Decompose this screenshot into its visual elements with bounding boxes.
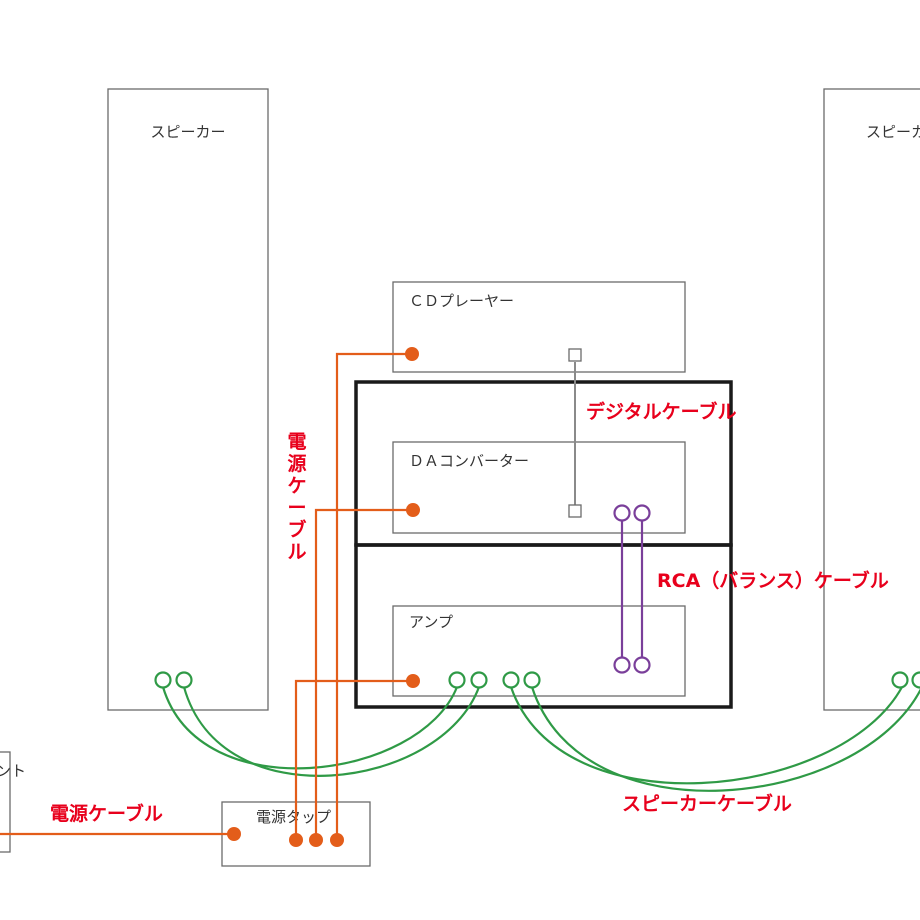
power-strip-outlet-2 xyxy=(309,833,323,847)
speaker-left-label: スピーカー xyxy=(150,123,225,141)
speaker-left-terminal-1 xyxy=(154,671,172,689)
speaker-right-terminal-1 xyxy=(891,671,909,689)
speaker-right-label: スピーカー xyxy=(866,123,920,141)
digital-port-cd xyxy=(568,348,582,362)
amp-speaker-out-right-2 xyxy=(523,671,541,689)
wall-outlet: ント xyxy=(0,751,26,853)
digital-cable xyxy=(568,348,582,518)
cd-player: ＣＤプレーヤー xyxy=(392,281,686,373)
power-port-cd xyxy=(405,347,419,361)
rca-port-dac-r xyxy=(633,504,651,522)
power-strip-label: 電源タップ xyxy=(256,808,331,826)
cd-player-label: ＣＤプレーヤー xyxy=(409,292,514,310)
digital-cable-label: デジタルケーブル xyxy=(586,400,736,423)
wall-outlet-label: ント xyxy=(0,762,26,780)
power-vertical-char: ル xyxy=(287,541,306,563)
power-vertical-char: ケ xyxy=(287,475,306,497)
power-cable-vertical-label: 電 源 ケ ー ブ ル xyxy=(287,431,306,563)
digital-port-dac xyxy=(568,504,582,518)
power-vertical-char: ー xyxy=(287,497,306,519)
rack-shelf-lower xyxy=(354,543,733,709)
rca-port-amp-l xyxy=(613,656,631,674)
power-vertical-char: ブ xyxy=(287,518,306,541)
speaker-left-terminal-2 xyxy=(175,671,193,689)
speaker-right-terminal-2 xyxy=(911,671,920,689)
power-port-dac xyxy=(406,503,420,517)
power-vertical-char: 電 xyxy=(287,431,306,453)
amp-speaker-out-left-2 xyxy=(470,671,488,689)
speaker-right: スピーカー xyxy=(823,88,920,711)
power-cable-main-label: 電源ケーブル xyxy=(50,802,163,825)
power-strip-outlet-3 xyxy=(330,833,344,847)
speaker-cable xyxy=(154,671,920,792)
power-port-amp xyxy=(406,674,420,688)
power-cable xyxy=(0,352,413,838)
power-vertical-char: 源 xyxy=(287,452,306,475)
da-converter-label: ＤＡコンバーター xyxy=(409,452,529,470)
rca-cable-label: RCA（バランス）ケーブル xyxy=(657,569,889,592)
amp-speaker-out-left-1 xyxy=(448,671,466,689)
amplifier-label: アンプ xyxy=(409,613,453,631)
rca-port-amp-r xyxy=(633,656,651,674)
power-strip-inlet xyxy=(227,827,241,841)
speaker-left: スピーカー xyxy=(107,88,269,711)
rca-cable xyxy=(613,504,651,674)
rca-port-dac-l xyxy=(613,504,631,522)
power-strip-outlet-1 xyxy=(289,833,303,847)
amp-speaker-out-right-1 xyxy=(502,671,520,689)
speaker-cable-label: スピーカーケーブル xyxy=(622,792,792,815)
